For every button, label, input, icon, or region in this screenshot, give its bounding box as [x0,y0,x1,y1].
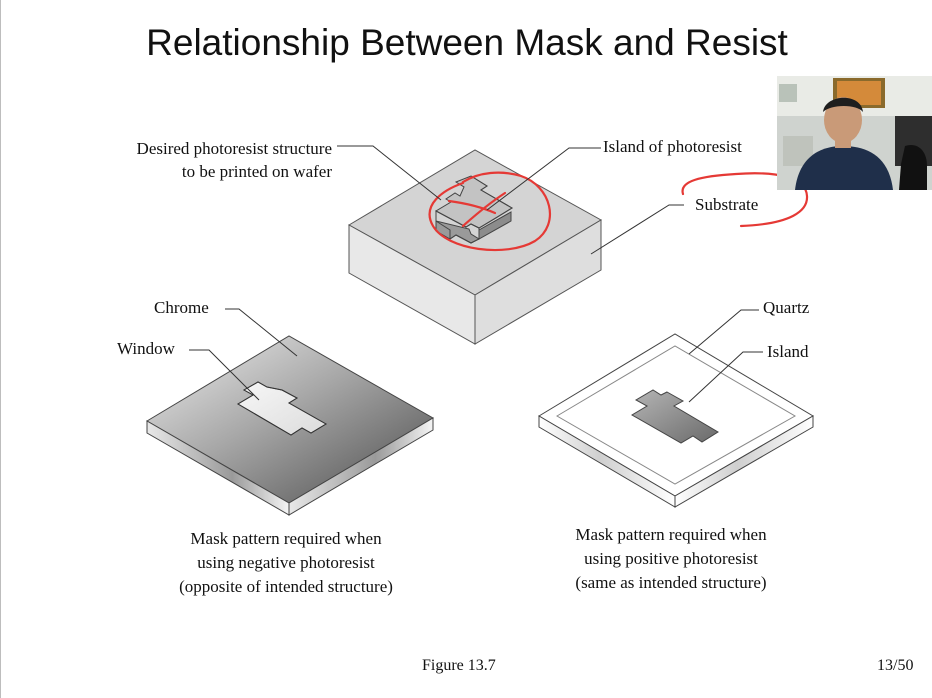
label-desired-structure: Desired photoresist structure to be prin… [92,138,332,184]
caption-negative-line3: (opposite of intended structure) [179,576,393,596]
caption-negative-line1: Mask pattern required when [190,529,382,548]
slide-title: Relationship Between Mask and Resist [146,22,788,63]
caption-positive-line2: using positive photoresist [584,548,758,568]
caption-positive: Mask pattern required when using positiv… [521,523,821,594]
caption-positive-line3: (same as intended structure) [575,572,767,592]
presenter-video-image [777,76,932,190]
negative-mask-leaders [189,308,298,401]
caption-positive-line1: Mask pattern required when [575,525,767,544]
label-substrate: Substrate [695,195,759,214]
wafer-leader-lines [337,145,684,255]
caption-negative-line2: using negative photoresist [197,552,375,572]
caption-negative: Mask pattern required when using negativ… [131,527,441,598]
figure-label: Figure 13.7 [422,657,496,674]
positive-mask [538,333,814,508]
label-island: Island [767,342,809,361]
label-island-of-photoresist: Island of photoresist [603,137,742,156]
page-number: 13/50 [877,657,914,674]
label-chrome: Chrome [154,298,209,317]
label-window: Window [117,339,175,358]
negative-mask [146,335,434,516]
presenter-webcam [777,76,932,190]
label-quartz: Quartz [763,298,810,317]
label-desired-line2: to be printed on wafer [181,161,332,181]
label-desired-line1: Desired photoresist structure [136,139,332,158]
positive-mask-leaders [688,309,763,403]
